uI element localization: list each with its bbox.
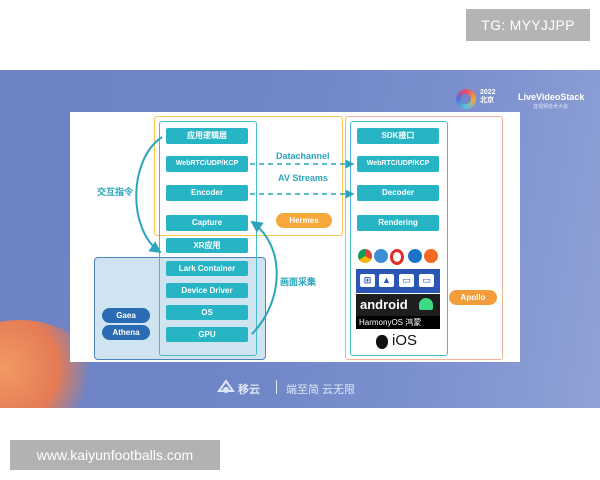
webrtc-box-left: WebRTC/UDP/KCP [166,156,248,172]
rendering-box: Rendering [357,215,439,231]
athena-badge: Athena [102,325,150,340]
apple-icon [376,335,388,349]
interaction-label: 交互指令 [97,187,134,197]
sender-stack-region [159,121,257,356]
chrome-icon [358,249,372,263]
opera-icon [390,249,404,265]
android-logo: android [356,294,440,316]
encoder-box: Encoder [166,185,248,201]
datachannel-label: Datachannel [276,151,330,161]
os-icons: ⊞ ▲ ▭ ▭ [356,269,440,293]
ios-logo: iOS [356,330,440,354]
ie-icon [408,249,422,263]
receiver-stack-region [350,121,448,356]
safari-icon [374,249,388,263]
app-logic-layer-box: 应用逻辑层 [166,128,248,144]
brand-name: LiveVideoStack [518,92,585,102]
harmonyos-logo: HarmonyOS 鸿蒙 [356,316,440,329]
conference-logo-icon [456,89,476,109]
brand-subtitle: 音视频技术大会 [533,104,569,110]
capture-cn-label: 画面采集 [280,277,317,287]
hermes-badge: Hermes [276,213,332,228]
firefox-icon [424,249,438,263]
browser-icons [356,246,440,268]
interaction-arrow [135,136,163,254]
android-robot-icon [419,298,433,310]
capture-box: Capture [166,215,248,231]
av-streams-label: AV Streams [278,173,328,183]
macos-icon: ▭ [399,274,414,287]
gaea-badge: Gaea [102,308,150,323]
gpu-box: GPU [166,327,248,342]
lark-container-box: Lark Container [166,261,248,276]
footer-brand: 移云 [238,384,260,396]
device-driver-box: Device Driver [166,283,248,298]
decoder-box: Decoder [357,185,439,201]
webrtc-box-right: WebRTC/UDP/KCP [357,156,439,172]
footer-divider [276,380,277,394]
cloud-logo-icon [217,379,235,393]
linux-icon: ▲ [379,274,394,287]
footer-slogan: 端至简 云无限 [286,384,356,396]
sdk-interface-box: SDK接口 [357,128,439,144]
xr-app-box: XR应用 [166,238,248,253]
apollo-badge: Apollo [449,290,497,305]
os-box: OS [166,305,248,320]
capture-arrow [250,220,278,335]
windows-icon: ⊞ [360,274,375,287]
watermark-url: www.kaiyunfootballs.com [10,440,220,470]
desktop-icon: ▭ [419,274,434,287]
apollo-region [345,116,503,360]
hermes-region [154,116,343,236]
tg-tag: TG: MYYJJPP [466,9,590,41]
